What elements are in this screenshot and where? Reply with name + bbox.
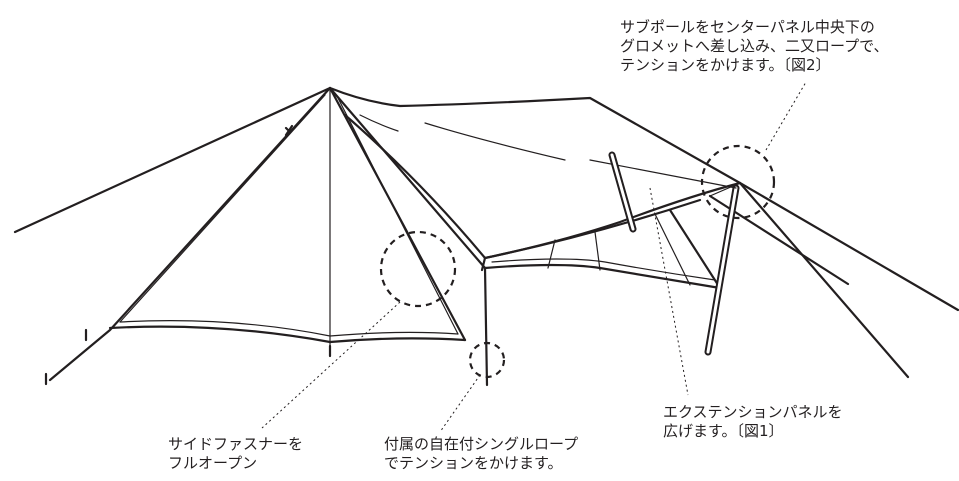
annotation-extension: エクステンションパネルを 広げます。〔図1〕: [663, 403, 843, 441]
extension-panel-top: [483, 198, 702, 260]
peak-marker: [284, 124, 294, 137]
extension-panel-rib-2: [594, 231, 601, 271]
roof-top-edge: [328, 86, 742, 185]
highlight-circle-fastener: [379, 230, 457, 308]
annotation-rope: 付属の自在付シングルロープ でテンションをかけます。: [384, 435, 578, 473]
annotation-extension-line-1: エクステンションパネルを: [663, 403, 843, 421]
roof-crease-1: [359, 114, 399, 132]
guy-line-right-lower: [738, 181, 910, 379]
extension-corner: [480, 256, 487, 272]
annotation-subpole-line-2: グロメットへ差し込み、二又ロープで、: [620, 37, 889, 55]
extension-panel-inner: [491, 258, 716, 281]
side-rope: [483, 266, 489, 387]
leader-extension: [649, 187, 689, 396]
roof-front-edge: [343, 113, 487, 260]
sub-pole-fill: [706, 186, 738, 354]
highlight-circle-subpole: [700, 144, 776, 220]
extension-panel-rib-3: [654, 213, 691, 286]
roof-lower-edge: [483, 181, 742, 260]
extension-panel-rib-1: [547, 239, 556, 269]
door-bottom-hem: [108, 325, 467, 344]
extension-panel-bottom: [483, 263, 722, 290]
roof-pole-fill: [610, 153, 635, 231]
guy-line-right-long: [738, 181, 959, 312]
annotation-side-fastener: サイドファスナーを フルオープン: [168, 435, 303, 473]
annotation-subpole-line-3: テンションをかけます。〔図2〕: [620, 56, 831, 74]
extension-panel-right: [668, 208, 722, 290]
annotation-subpole-line-1: サブポールをセンターパネル中央下の: [620, 18, 875, 36]
left-inner-seam: [119, 94, 326, 323]
door-top-hem: [119, 320, 459, 337]
annotation-extension-line-2: 広げます。〔図1〕: [663, 422, 784, 440]
annotation-rope-line-2: でテンションをかけます。: [384, 454, 563, 472]
leader-fastener: [261, 301, 401, 429]
annotation-side-fastener-line-2: フルオープン: [168, 454, 258, 472]
highlight-circle-rope: [468, 341, 506, 379]
annotation-side-fastener-line-1: サイドファスナーを: [168, 435, 304, 453]
annotation-subpole: サブポールをセンターパネル中央下の グロメットへ差し込み、二又ロープで、 テンシ…: [620, 18, 889, 75]
right-inner-seam: [337, 97, 459, 335]
tent-inner-edge: [328, 86, 487, 270]
rope-line-2: [709, 182, 741, 197]
annotation-rope-line-1: 付属の自在付シングルロープ: [384, 435, 579, 453]
guy-line-left: [13, 86, 332, 234]
leader-rope: [439, 374, 481, 433]
tent-front-left-edge: [48, 86, 332, 382]
leader-subpole: [765, 81, 807, 151]
roof-crease-2: [424, 122, 566, 161]
